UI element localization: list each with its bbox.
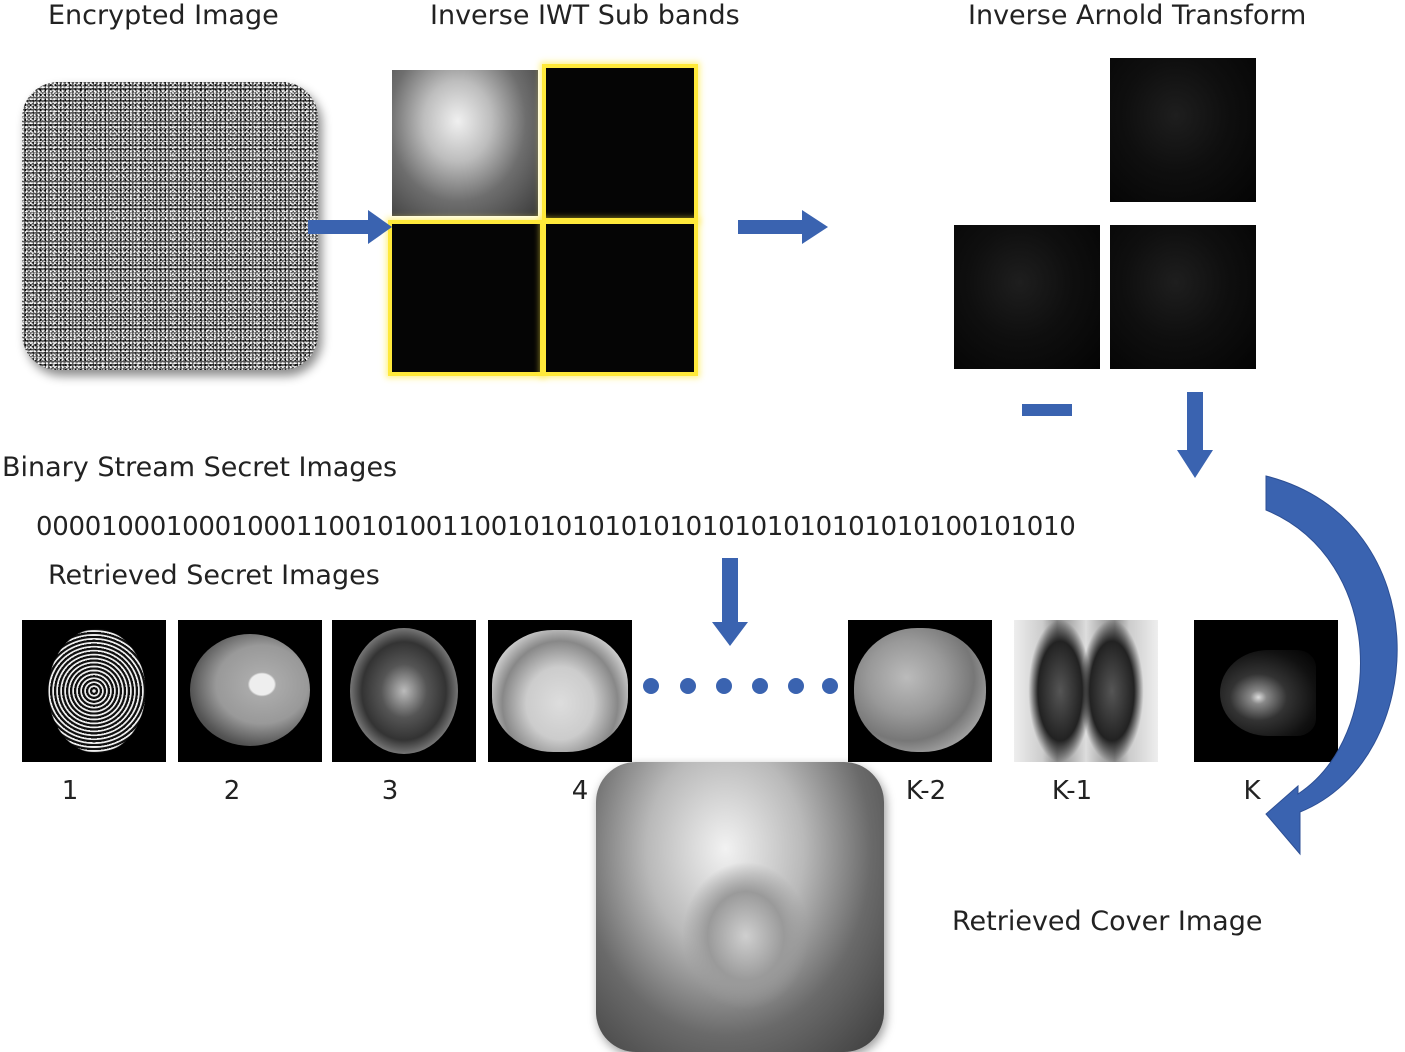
liver-ct-icon <box>854 628 986 752</box>
arrow-iwt-to-arnold <box>738 210 828 244</box>
retrieved-secret-label: Retrieved Secret Images <box>48 560 380 591</box>
secret-label-2: 2 <box>223 776 241 806</box>
fingerprint-icon <box>22 620 166 762</box>
secret-image-k-1 <box>1014 620 1158 762</box>
binary-bits: 0000100010001000110010100110010101010101… <box>36 512 1076 542</box>
secret-label-k: K <box>1243 776 1261 806</box>
minus-sign-icon <box>1022 404 1072 416</box>
secret-label-1: 1 <box>61 776 79 806</box>
abdominal-ct-icon <box>190 634 310 746</box>
inverse-iwt-label: Inverse IWT Sub bands <box>430 0 740 31</box>
encrypted-image-label: Encrypted Image <box>48 0 279 31</box>
secret-image-3 <box>332 620 476 762</box>
arnold-tile-top <box>1110 58 1256 202</box>
arrow-arnold-down <box>1177 392 1213 478</box>
inverse-arnold-label: Inverse Arnold Transform <box>968 0 1307 31</box>
retrieved-cover-image <box>596 762 884 1052</box>
secret-label-3: 3 <box>381 776 399 806</box>
secret-label-k-1: K-1 <box>1051 776 1093 806</box>
iwt-ll-band <box>392 70 538 216</box>
secret-image-2 <box>178 620 322 762</box>
encrypted-image <box>22 82 318 370</box>
secret-image-4 <box>488 620 632 762</box>
arrow-bits-to-images <box>712 558 748 646</box>
iwt-hl-band <box>542 64 698 222</box>
secret-label-k-2: K-2 <box>905 776 947 806</box>
chest-xray-icon <box>1014 620 1158 762</box>
secret-image-k <box>1194 620 1338 762</box>
curved-arrow-to-cover <box>1265 475 1398 856</box>
retrieved-cover-label: Retrieved Cover Image <box>952 906 1263 937</box>
binary-stream-label: Binary Stream Secret Images <box>2 452 398 483</box>
ellipsis-dots <box>643 678 838 694</box>
secret-image-k-2 <box>848 620 992 762</box>
arrow-encrypted-to-iwt <box>308 210 392 244</box>
secret-label-4: 4 <box>571 776 589 806</box>
arnold-tile-left <box>954 225 1100 369</box>
iwt-hh-band <box>542 220 698 376</box>
breast-mri-icon <box>1220 650 1316 736</box>
chest-ct-icon <box>492 630 628 752</box>
arnold-tile-right <box>1110 225 1256 369</box>
secret-image-1 <box>22 620 166 762</box>
brain-mri-icon <box>350 628 458 754</box>
